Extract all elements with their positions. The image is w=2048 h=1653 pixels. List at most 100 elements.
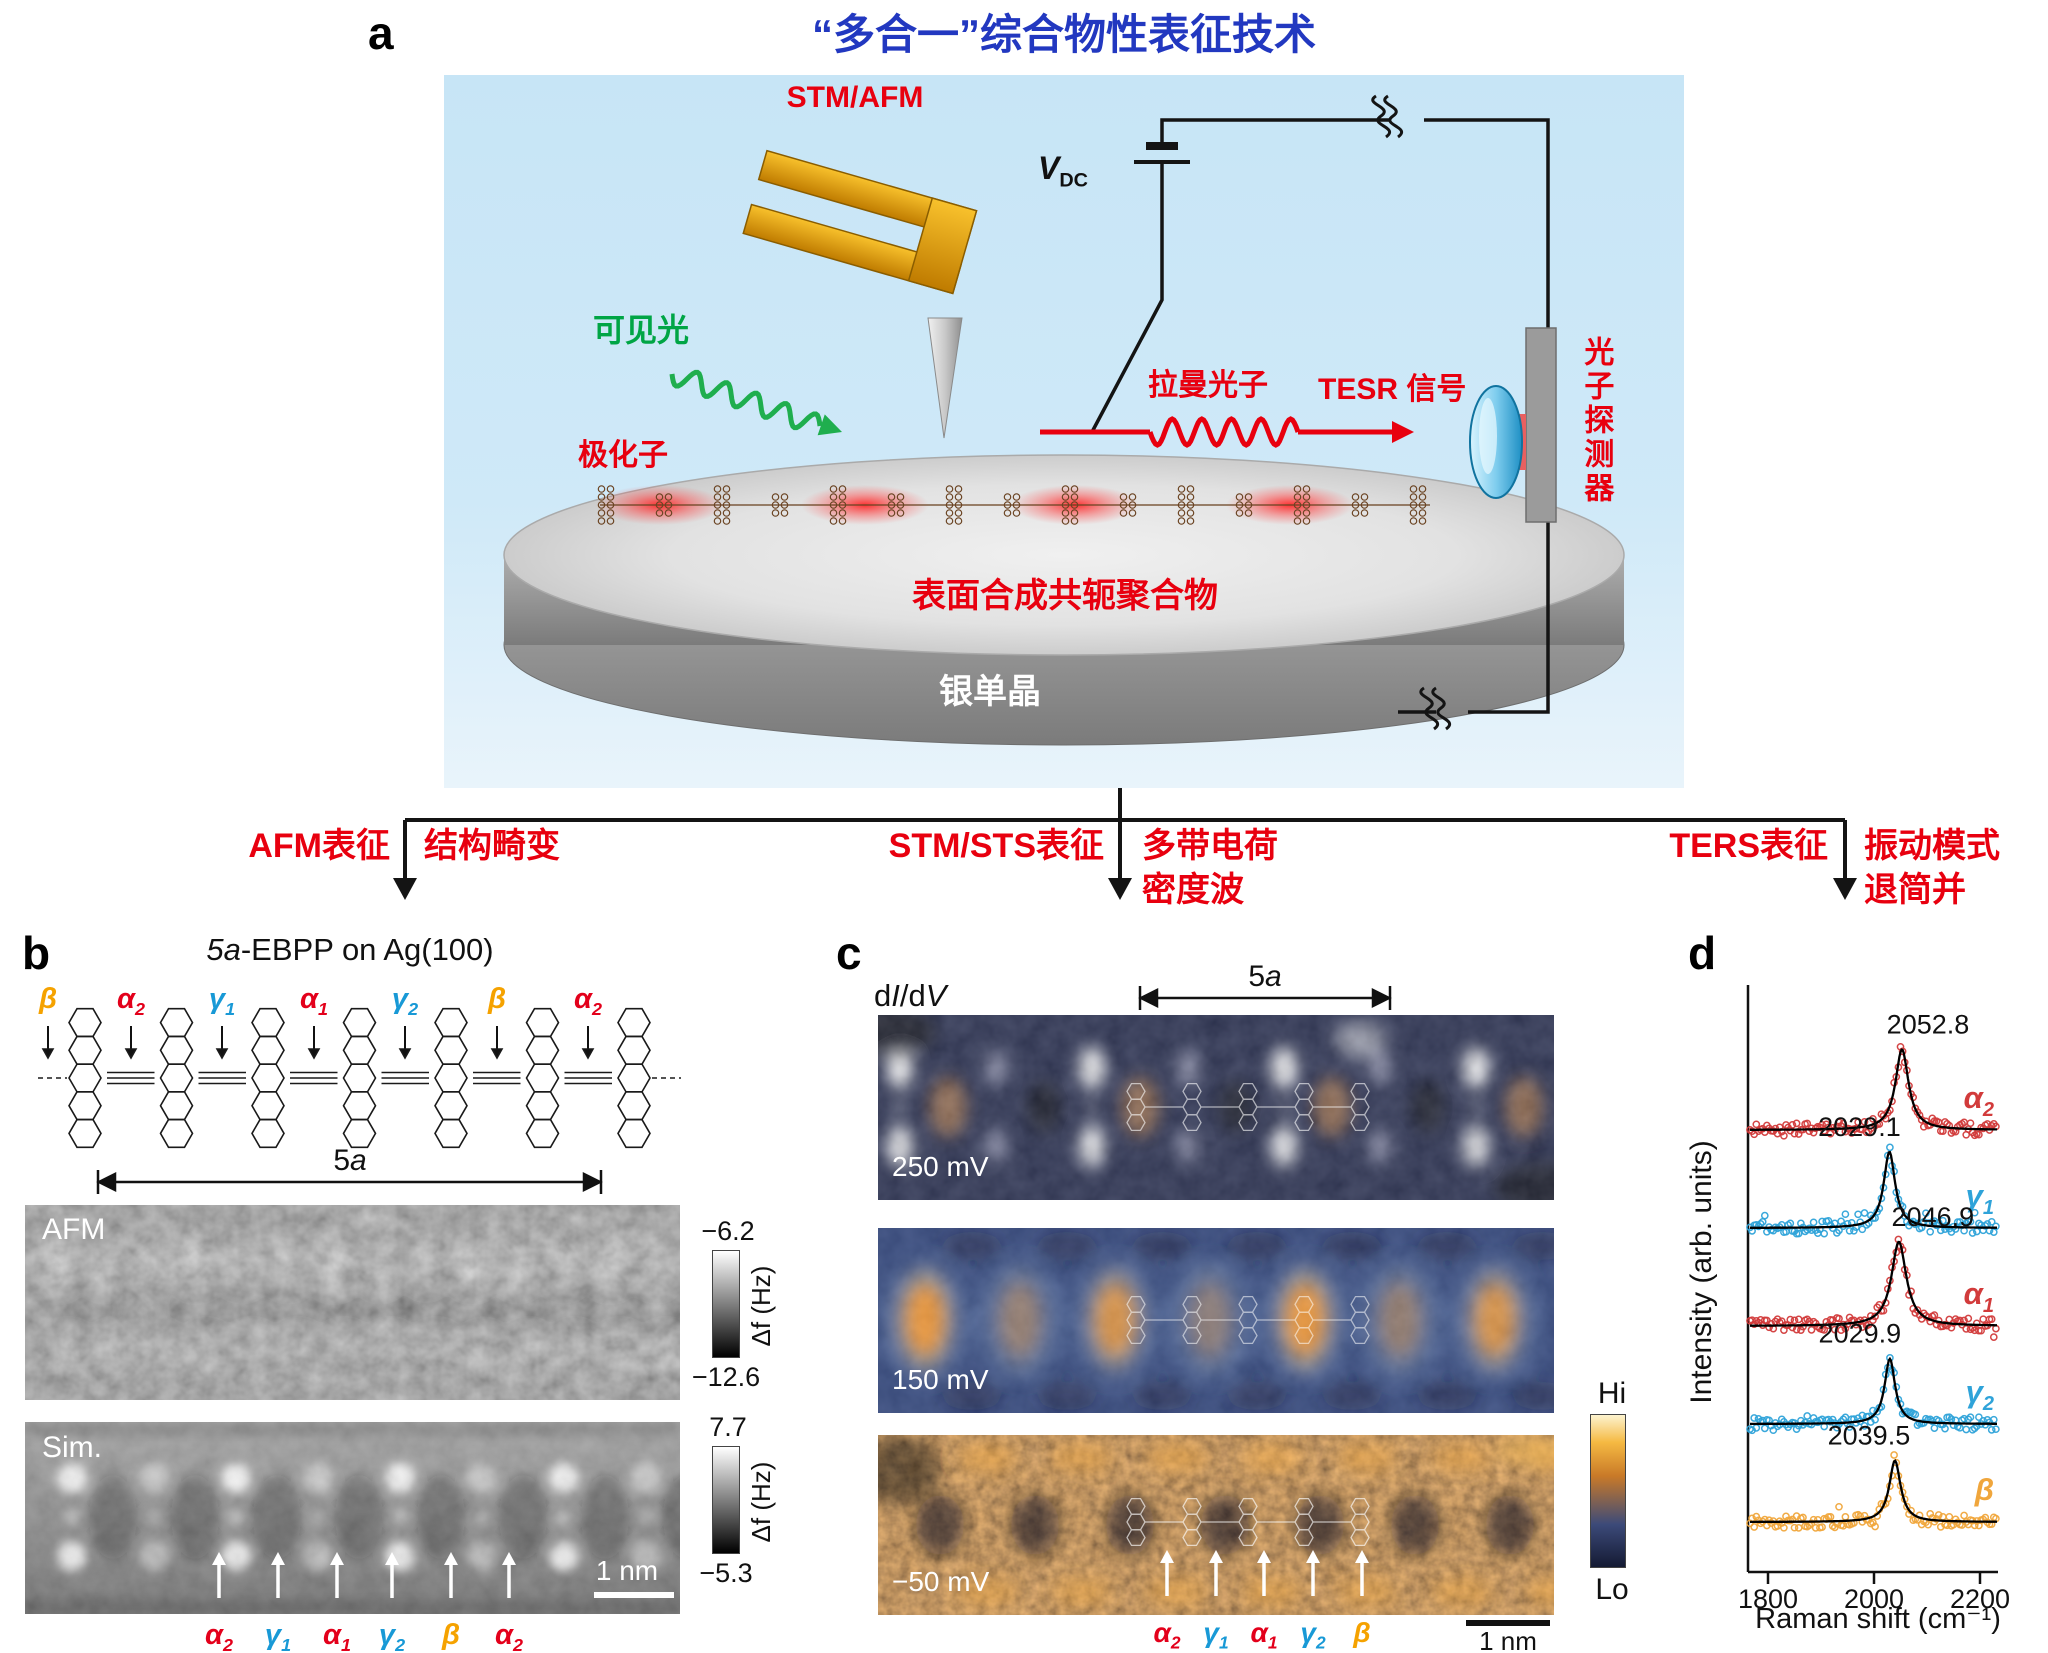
sts-site-label-1: γ1 bbox=[1203, 1617, 1229, 1653]
panel-b-title: 5a-EBPP on Ag(100) bbox=[140, 932, 560, 969]
fit-curve bbox=[1750, 1240, 1997, 1327]
unit-cell-span-c-label: 5a bbox=[1248, 960, 1281, 993]
branch-ters-result-line1: 振动模式 bbox=[1864, 827, 2000, 865]
photon-detector-label: 光子探测器 bbox=[1579, 336, 1613, 506]
wire-break-icon bbox=[1419, 686, 1440, 731]
sts-scalebar bbox=[1466, 1620, 1550, 1626]
sim-site-label-3: γ2 bbox=[378, 1619, 406, 1653]
compound-name: 5a bbox=[206, 932, 241, 967]
spectrum-alpha1: 2046.9α1 bbox=[1746, 1202, 2000, 1341]
sim-image bbox=[25, 1422, 680, 1614]
sts-site-label-4: β bbox=[1353, 1617, 1371, 1648]
branch-ters-method: TERS表征 bbox=[1669, 827, 1828, 865]
fit-curve bbox=[1750, 1048, 1997, 1131]
wire-break-icon bbox=[1371, 94, 1392, 139]
stm-afm-label: STM/AFM bbox=[786, 81, 924, 114]
afm-image-label: AFM bbox=[42, 1213, 106, 1246]
peak-position-label: 2052.8 bbox=[1887, 1009, 1970, 1039]
bond-label-5: β bbox=[488, 983, 506, 1015]
sts-map-neg50mv bbox=[878, 1435, 1554, 1615]
polymer-label: 表面合成共轭聚合物 bbox=[912, 577, 1218, 615]
fit-curve bbox=[1750, 1150, 1997, 1229]
sim-site-label-0: α2 bbox=[205, 1619, 233, 1653]
afm-scale-min: −12.6 bbox=[691, 1362, 761, 1392]
afm-scale-max: −6.2 bbox=[701, 1216, 755, 1246]
silver-crystal-label: 银单晶 bbox=[939, 673, 1041, 711]
panel-b-title-rest: -EBPP on Ag(100) bbox=[240, 932, 494, 967]
sim-image-label: Sim. bbox=[42, 1431, 102, 1464]
branch-sts-method: STM/STS表征 bbox=[888, 827, 1104, 865]
wire-break-icon bbox=[1431, 686, 1452, 731]
vdc-sub: DC bbox=[1059, 169, 1088, 192]
sim-scalebar bbox=[594, 1592, 674, 1598]
bond-label-1: α2 bbox=[117, 983, 145, 1019]
chemical-structure bbox=[38, 1007, 681, 1149]
bond-label-4: γ2 bbox=[391, 983, 419, 1019]
sts-scale-lo: Lo bbox=[1595, 1573, 1629, 1606]
didv-label: dI/dV bbox=[874, 978, 946, 1015]
flow-arrows bbox=[403, 788, 1847, 878]
series-label: α2 bbox=[1964, 1080, 1994, 1121]
sim-site-label-4: β bbox=[442, 1619, 460, 1651]
tesr-signal-label: TESR 信号 bbox=[1318, 373, 1467, 406]
sim-scale-max: 7.7 bbox=[709, 1412, 747, 1442]
branch-sts-result-line1: 多带电荷 bbox=[1142, 827, 1278, 865]
panel-c-letter: c bbox=[836, 927, 862, 979]
y-axis-label: Intensity (arb. units) bbox=[1685, 1140, 1718, 1404]
figure-title: “多合一”综合物性表征技术 bbox=[811, 11, 1316, 58]
peak-position-label: 2046.9 bbox=[1892, 1202, 1975, 1232]
circuit-wires bbox=[1090, 118, 1550, 714]
spectrum-gamma1: 2029.1γ1 bbox=[1746, 1112, 2000, 1238]
series-label: γ2 bbox=[1966, 1374, 1994, 1415]
bond-label-3: α1 bbox=[300, 983, 328, 1019]
spectrum-alpha2: 2052.8 α2 bbox=[1746, 1009, 2000, 1140]
sim-colorbar bbox=[712, 1446, 740, 1554]
visible-light-label: 可见光 bbox=[592, 312, 689, 348]
sts-colorbar bbox=[1590, 1414, 1626, 1568]
sts-site-label-0: α2 bbox=[1153, 1617, 1181, 1653]
sts-site-label-2: α1 bbox=[1250, 1617, 1278, 1653]
fit-curve bbox=[1750, 1459, 1997, 1524]
bias-label-150mv: 150 mV bbox=[892, 1364, 989, 1395]
bias-label-250mv: 250 mV bbox=[892, 1151, 989, 1182]
afm-colorbar bbox=[712, 1250, 740, 1358]
series-label: β bbox=[1974, 1472, 1994, 1507]
bond-label-0: β bbox=[39, 983, 57, 1015]
afm-scale-unit: Δf (Hz) bbox=[746, 1265, 776, 1347]
sim-scale-min: −5.3 bbox=[699, 1558, 753, 1588]
sim-site-label-1: γ1 bbox=[264, 1619, 292, 1653]
branch-sts-result-line2: 密度波 bbox=[1142, 871, 1244, 909]
unit-cell-span-b-label: 5a bbox=[333, 1144, 366, 1177]
didv-d1: d bbox=[874, 978, 892, 1013]
schematic-panel bbox=[393, 75, 1857, 900]
peak-position-label: 2029.1 bbox=[1818, 1112, 1901, 1142]
unit-cell-span-c: 5a bbox=[1138, 960, 1392, 1010]
fit-curve bbox=[1750, 1356, 1997, 1426]
panel-b-letter: b bbox=[22, 927, 51, 979]
bond-label-2: γ1 bbox=[208, 983, 236, 1019]
molecule-overlay bbox=[1126, 1295, 1370, 1345]
bond-label-6: α2 bbox=[574, 983, 602, 1019]
sim-site-label-2: α1 bbox=[323, 1619, 351, 1653]
x-axis-label: Raman shift (cm⁻¹) bbox=[1755, 1603, 2001, 1635]
spectrum-beta: 2039.5 β bbox=[1746, 1421, 2000, 1532]
didv-I: I bbox=[891, 978, 900, 1013]
detector-plate bbox=[1525, 327, 1557, 523]
sim-scale-unit: Δf (Hz) bbox=[746, 1461, 776, 1543]
branch-afm-method: AFM表征 bbox=[248, 827, 390, 865]
sts-scale-hi: Hi bbox=[1597, 1377, 1627, 1410]
raman-arrow bbox=[1040, 416, 1392, 448]
molecule-overlay bbox=[1126, 1497, 1370, 1547]
bias-label-neg50mv: −50 mV bbox=[892, 1566, 990, 1597]
molecule-chain bbox=[596, 485, 1430, 525]
peak-position-label: 2039.5 bbox=[1828, 1421, 1911, 1451]
photon-detector bbox=[1469, 327, 1557, 523]
branch-afm-result: 结构畸变 bbox=[424, 827, 560, 865]
visible-light-arrow bbox=[669, 369, 823, 431]
raman-photon-label: 拉曼光子 bbox=[1148, 369, 1268, 402]
panel-a-letter: a bbox=[368, 7, 394, 59]
afm-image bbox=[25, 1205, 680, 1400]
didv-V: V bbox=[925, 978, 947, 1013]
stm-tip bbox=[927, 317, 963, 439]
